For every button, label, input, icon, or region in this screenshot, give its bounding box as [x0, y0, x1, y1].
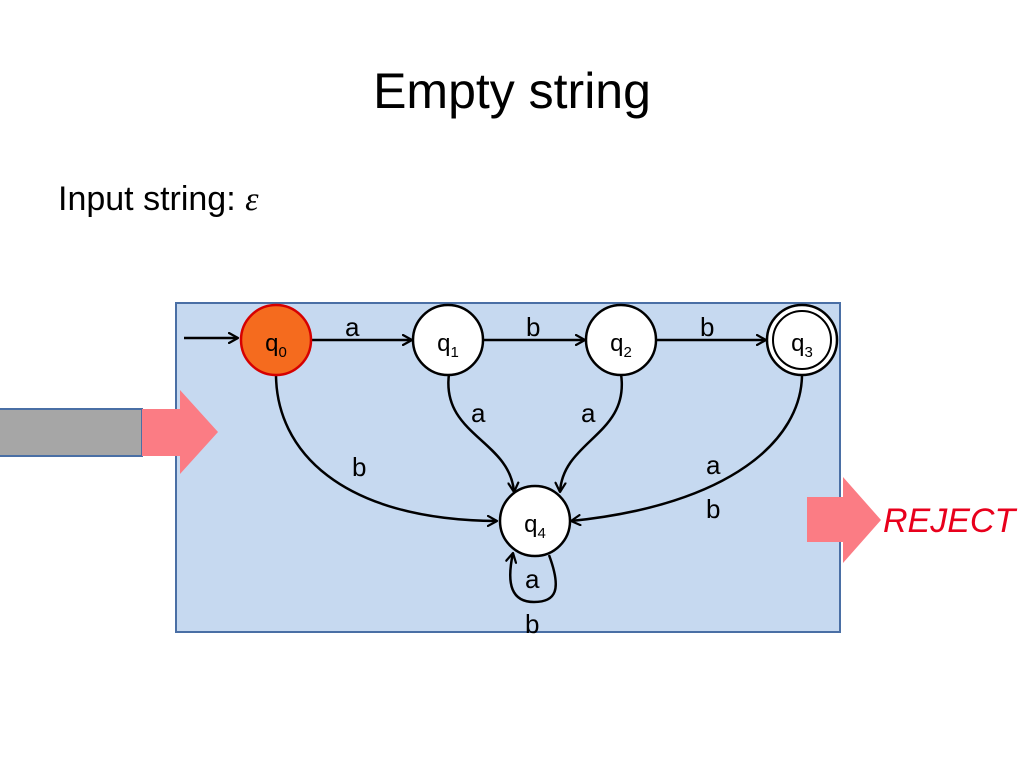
input-arrow: [142, 390, 218, 474]
svg-text:q4: q4: [524, 511, 546, 542]
label-q0-q4: b: [352, 452, 366, 482]
state-q1-subscript: 1: [451, 344, 459, 361]
label-q3-q4-a: a: [706, 450, 721, 480]
svg-text:q1: q1: [437, 330, 459, 361]
label-q4-loop-b: b: [525, 609, 539, 639]
label-q1-q2: b: [526, 312, 540, 342]
state-q2-name: q: [610, 330, 623, 357]
label-q3-q4-b: b: [706, 494, 720, 524]
state-q0-subscript: 0: [279, 344, 287, 361]
state-q3-subscript: 3: [805, 344, 813, 361]
state-q4-name: q: [524, 511, 537, 538]
svg-text:q0: q0: [265, 330, 287, 361]
label-q4-loop-a: a: [525, 564, 540, 594]
transition-q2-q4: [560, 373, 624, 492]
state-q0: q0: [239, 303, 313, 377]
slide-title: Empty string: [373, 63, 651, 119]
transition-q3-q4: [571, 373, 804, 521]
transition-q4-q4: [510, 553, 558, 604]
input-tape: [0, 408, 143, 457]
label-q2-q4: a: [581, 398, 596, 428]
input-string-label: Input string:: [58, 180, 236, 218]
result-reject: REJECT: [883, 502, 1016, 540]
input-string-line: Input string: ε: [58, 180, 259, 219]
state-q2: q2: [584, 303, 658, 377]
label-q0-q1: a: [345, 312, 360, 342]
transition-q0-q4: [274, 373, 497, 521]
svg-text:q2: q2: [610, 330, 632, 361]
input-symbol: ε: [245, 181, 259, 218]
state-q4-subscript: 4: [538, 525, 546, 542]
transition-q1-q4: [447, 373, 514, 492]
state-q4: q4: [498, 484, 572, 558]
state-q0-name: q: [265, 330, 278, 357]
state-q3-name: q: [791, 330, 804, 357]
state-q2-subscript: 2: [624, 344, 632, 361]
state-q1: q1: [411, 303, 485, 377]
output-arrow: [807, 477, 881, 563]
label-q1-q4: a: [471, 398, 486, 428]
label-q2-q3: b: [700, 312, 714, 342]
state-q3-accept-ring: [772, 310, 832, 370]
state-q1-name: q: [437, 330, 450, 357]
state-q3: q3: [765, 303, 839, 377]
svg-text:q3: q3: [791, 330, 813, 361]
